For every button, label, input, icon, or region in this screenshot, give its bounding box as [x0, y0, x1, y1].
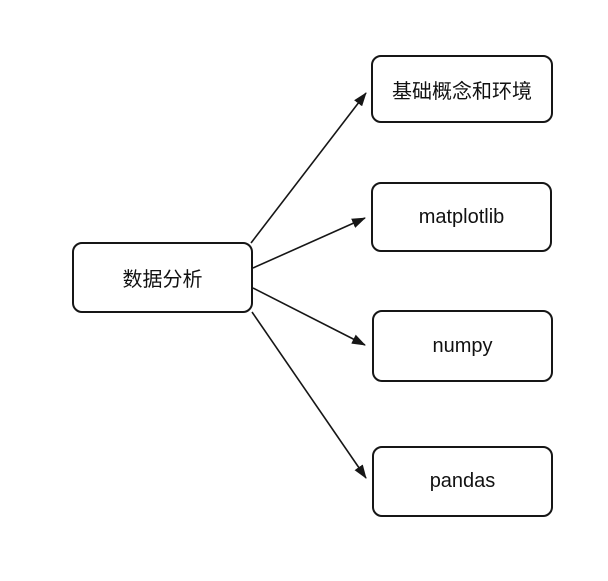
node-numpy[interactable]: numpy: [372, 310, 553, 382]
node-matplotlib[interactable]: matplotlib: [371, 182, 552, 252]
node-pandas[interactable]: pandas: [372, 446, 553, 517]
connector-root-to-matplotlib: [252, 217, 366, 269]
connector-root-to-pandas: [251, 311, 367, 479]
node-root-label: 数据分析: [122, 269, 203, 291]
node-numpy-label: numpy: [432, 334, 493, 357]
connector-root-to-basics: [250, 92, 367, 244]
node-basics-label: 基础概念和环境: [392, 80, 532, 103]
node-matplotlib-label: matplotlib: [418, 205, 505, 228]
node-root[interactable]: 数据分析: [72, 242, 253, 313]
connector-root-to-numpy: [252, 287, 366, 346]
node-basics[interactable]: 基础概念和环境: [371, 55, 553, 123]
node-pandas-label: pandas: [429, 470, 496, 492]
